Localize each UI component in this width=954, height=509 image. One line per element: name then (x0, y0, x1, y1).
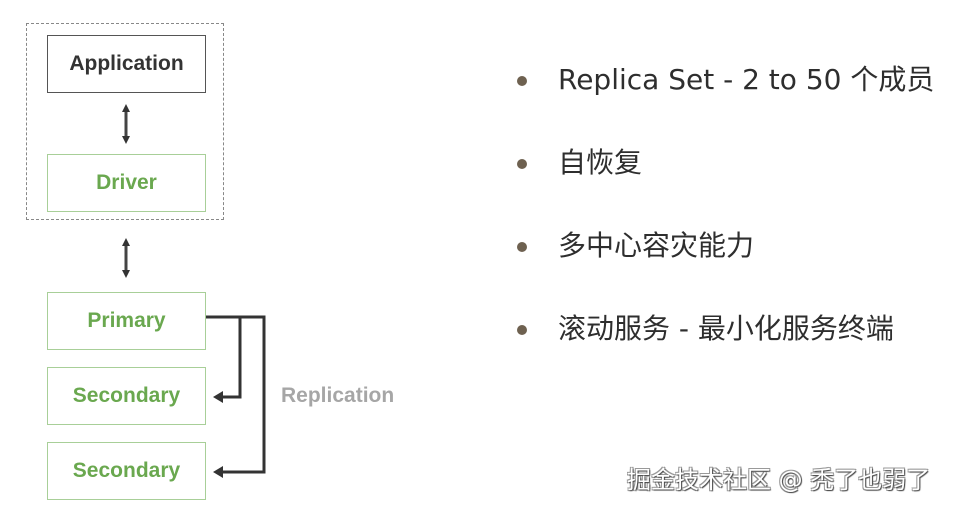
bullet-icon (517, 159, 527, 169)
feature-item: 自恢复 (517, 141, 934, 224)
bullet-icon (517, 325, 527, 335)
feature-text: 滚动服务 - 最小化服务终端 (558, 312, 894, 345)
application-node: Application (47, 35, 206, 93)
replication-arrow-secondary-1 (206, 315, 242, 403)
replication-label: Replication (281, 384, 395, 407)
secondary-label-2: Secondary (72, 459, 181, 482)
feature-text: Replica Set - 2 to 50 个成员 (558, 63, 935, 96)
secondary-node-1: Secondary (47, 367, 206, 425)
secondary-node-2: Secondary (47, 442, 206, 500)
primary-node: Primary (47, 292, 206, 350)
feature-item: Replica Set - 2 to 50 个成员 (517, 58, 934, 141)
driver-label: Driver (96, 171, 157, 194)
watermark: 掘金技术社区 @ 秃了也弱了 (627, 466, 931, 494)
feature-item: 多中心容灾能力 (517, 224, 934, 307)
replication-arrow-secondary-2 (206, 315, 266, 478)
application-label: Application (69, 52, 184, 75)
client-group-boundary (26, 23, 224, 220)
feature-list: Replica Set - 2 to 50 个成员 自恢复 多中心容灾能力 滚动… (517, 58, 934, 390)
bullet-icon (517, 242, 527, 252)
bullet-icon (517, 76, 527, 86)
primary-label: Primary (87, 309, 166, 332)
feature-item: 滚动服务 - 最小化服务终端 (517, 307, 934, 390)
driver-node: Driver (47, 154, 206, 212)
secondary-label-1: Secondary (72, 384, 181, 407)
feature-text: 多中心容灾能力 (558, 229, 755, 262)
feature-text: 自恢复 (558, 146, 643, 179)
